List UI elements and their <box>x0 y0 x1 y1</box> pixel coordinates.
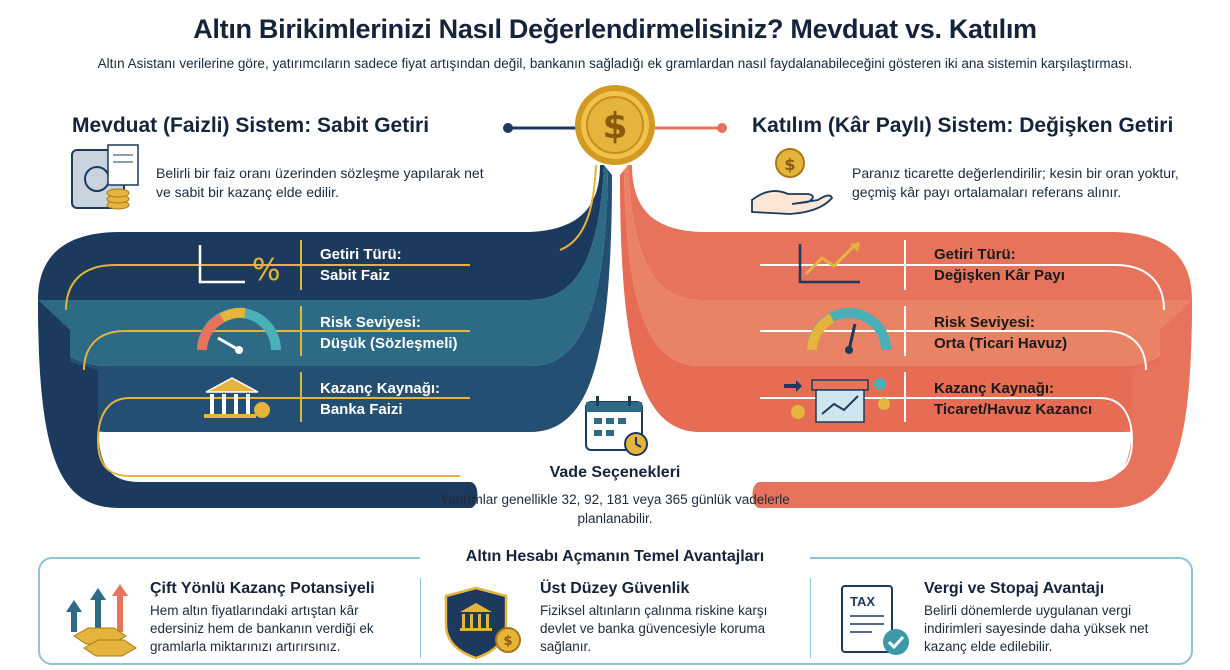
risk-gauge-medium-icon <box>807 308 891 354</box>
vade-description: Yatırımlar genellikle 32, 92, 181 veya 3… <box>440 492 790 526</box>
mevduat-description: Belirli bir faiz oranı üzerinden sözleşm… <box>156 165 484 200</box>
svg-text:TAX: TAX <box>850 594 875 609</box>
tax-document-icon: TAX <box>841 585 909 655</box>
advantage-item-kazanc: Çift Yönlü Kazanç Potansiyeli Hem altın … <box>150 580 375 654</box>
svg-text:$: $ <box>602 106 627 147</box>
bank-building-icon <box>204 377 270 418</box>
page-subtitle: Altın Asistanı verilerine göre, yatırımc… <box>97 56 1133 71</box>
percent-icon: % <box>198 245 281 288</box>
advantage-item-guvenlik: Üst Düzey Güvenlik Fiziksel altınların ç… <box>540 580 768 654</box>
katilim-description: Paranız ticarette değerlendirilir; kesin… <box>852 165 1179 200</box>
advantage-divider <box>810 578 811 658</box>
mevduat-title: Mevduat (Faizli) Sistem: Sabit Getiri <box>72 114 430 137</box>
svg-text:$: $ <box>503 634 512 649</box>
page-title: Altın Birikimlerinizi Nasıl Değerlendirm… <box>193 14 1037 44</box>
advantages-heading: Altın Hesabı Açmanın Temel Avantajları <box>420 548 810 566</box>
safe-documents-icon <box>71 144 139 210</box>
mevduat-row-kazanc: Kazanç Kaynağı: Banka Faizi <box>320 380 441 418</box>
shield-bank-icon: $ <box>444 586 521 660</box>
advantage-item-vergi: Vergi ve Stopaj Avantajı Belirli dönemle… <box>924 580 1149 654</box>
mevduat-row-risk: Risk Seviyesi: Düşük (Sözleşmeli) <box>320 314 458 352</box>
svg-text:$: $ <box>784 155 795 174</box>
calendar-clock-icon <box>585 396 648 456</box>
gold-coin-dollar-icon: $ <box>575 85 655 165</box>
risk-gauge-low-icon <box>197 307 281 354</box>
svg-text:%: % <box>252 253 281 288</box>
advantage-divider <box>420 578 421 658</box>
gold-bars-arrows-icon <box>66 584 137 657</box>
katilim-row-kazanc: Kazanç Kaynağı: Ticaret/Havuz Kazancı <box>934 380 1093 418</box>
mevduat-row-getiri: Getiri Türü: Sabit Faiz <box>320 246 402 284</box>
katilim-title: Katılım (Kâr Paylı) Sistem: Değişken Get… <box>752 114 1174 137</box>
trend-chart-icon <box>798 242 860 284</box>
market-store-icon <box>784 378 890 423</box>
katilim-row-getiri: Getiri Türü: Değişken Kâr Payı <box>934 246 1065 284</box>
katilim-row-risk: Risk Seviyesi: Orta (Ticari Havuz) <box>934 314 1068 352</box>
vade-title: Vade Seçenekleri <box>549 464 681 481</box>
hand-coin-icon: $ <box>751 148 834 215</box>
